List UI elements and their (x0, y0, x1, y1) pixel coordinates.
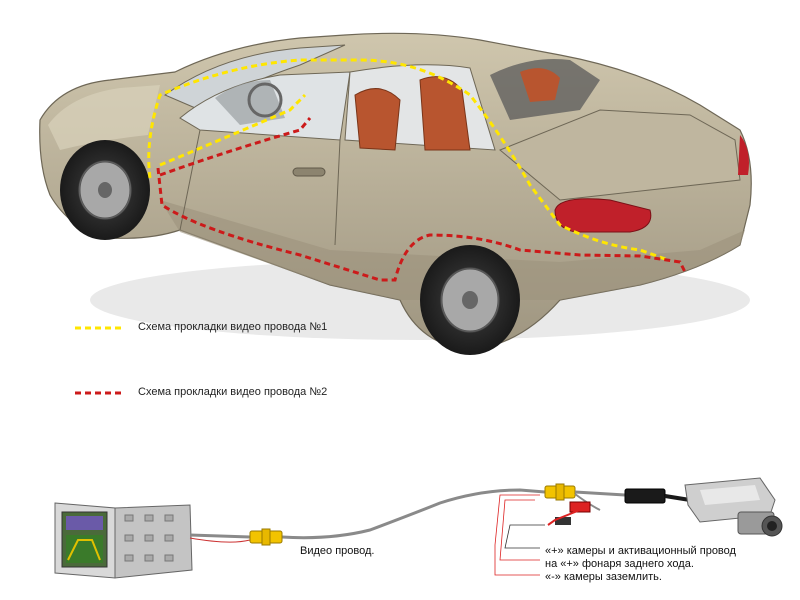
power-note-line-1: «+» камеры и активационный провод (545, 545, 736, 557)
power-connector-red (569, 501, 591, 513)
seats (354, 76, 471, 151)
wiring-scheme (54, 477, 783, 579)
front-wheel (60, 140, 150, 240)
power-leads (494, 494, 540, 576)
legend-label-route-1: Схема прокладки видео провода №1 (138, 321, 328, 333)
rear-camera (684, 477, 783, 537)
junction-box (624, 488, 666, 504)
power-note-line-2: на «+» фонаря заднего хода. (545, 558, 694, 570)
head-unit (54, 502, 193, 579)
video-wire-label: Видео провод. (300, 545, 375, 557)
door-handle (292, 167, 326, 177)
power-note-line-3: «-» камеры заземлить. (545, 571, 662, 583)
route-2-path (156, 167, 687, 282)
legend (75, 326, 125, 395)
rca-connector-1 (249, 528, 283, 546)
car-illustration (39, 32, 752, 355)
video-cable (189, 488, 546, 540)
rca-connector-2 (544, 483, 576, 501)
legend-label-route-2: Схема прокладки видео провода №2 (138, 386, 328, 398)
power-note: «+» камеры и активационный провод на «+»… (545, 545, 736, 584)
route-1-path (147, 58, 669, 262)
rear-wheel (420, 245, 520, 355)
